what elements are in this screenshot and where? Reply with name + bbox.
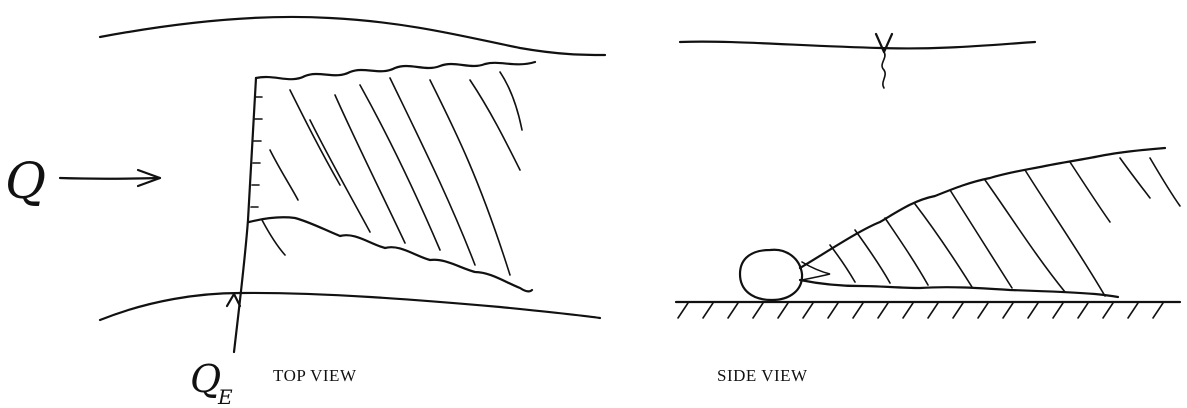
ambient-flow-label: Q (5, 152, 46, 210)
effluent-arrowhead (227, 294, 240, 306)
pipe-cross-section (740, 250, 802, 300)
top-view-plume-hatching (262, 72, 522, 275)
top-view-caption: TOP VIEW (273, 366, 357, 385)
top-view-plume-upper-edge (256, 62, 535, 79)
side-view-caption: SIDE VIEW (717, 366, 808, 385)
water-surface-marker-stem (882, 52, 885, 88)
side-view-plume-upper-edge (800, 148, 1165, 268)
top-view-upper-bank (100, 17, 605, 55)
top-view-panel: Q Q E TOP VIEW (5, 17, 605, 408)
side-view-plume-hatching (830, 158, 1180, 296)
diffuser-pipe (234, 78, 256, 352)
effluent-flow-subscript: E (217, 385, 233, 408)
side-view-plume-lower-edge (800, 280, 1118, 297)
top-view-plume-lower-edge (249, 217, 532, 291)
top-view-lower-bank (100, 293, 600, 320)
ambient-flow-arrow (60, 178, 160, 179)
plume-near-field (802, 262, 830, 280)
bed-hatching (678, 303, 1163, 318)
water-surface (680, 42, 1035, 49)
side-view-panel: SIDE VIEW (676, 34, 1180, 385)
effluent-flow-label: Q (190, 357, 221, 401)
